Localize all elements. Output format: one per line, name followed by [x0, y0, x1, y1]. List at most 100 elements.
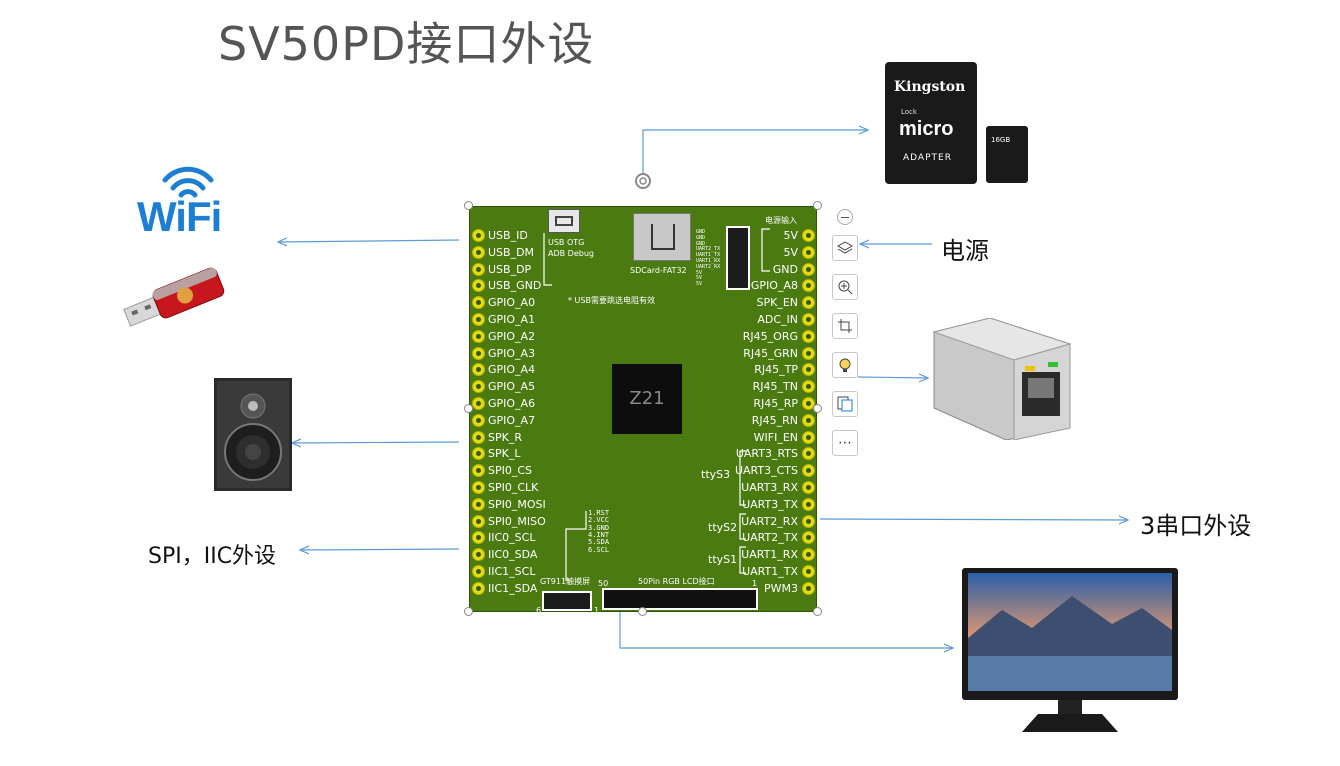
- gt911-bracket: [565, 511, 587, 581]
- gt911-label: GT911触摸屏: [540, 577, 591, 586]
- right-pin-label: RJ45_RN: [751, 413, 798, 427]
- right-pin-label: WIFI_EN: [753, 430, 798, 444]
- crop-icon[interactable]: [832, 313, 858, 339]
- right-pin-label: RJ45_RP: [753, 397, 798, 410]
- lcd-label: 50Pin RGB LCD接口: [638, 577, 715, 586]
- usb-bracket: [543, 233, 552, 286]
- more-icon[interactable]: ⋯: [832, 430, 858, 456]
- pin-pad: [472, 296, 485, 310]
- arrow-wifi: [278, 240, 460, 242]
- pin-pad: [472, 346, 485, 360]
- pin-pad: [472, 464, 485, 478]
- right-pin-label: RJ45_ORG: [742, 329, 798, 343]
- resize-handle-ml[interactable]: [464, 404, 473, 413]
- pin-pad: [472, 481, 485, 494]
- pin-pad: [802, 329, 815, 343]
- right-pin-label: GND: [772, 262, 798, 276]
- uart-header-pin-label: UART1_RX: [696, 258, 721, 264]
- tty-brackets: [739, 450, 746, 574]
- uart-header-pin-label: 5V: [696, 281, 703, 288]
- gt911-pin-label: 4.INT: [588, 530, 610, 539]
- gt911-pin-label: 6.SCL: [588, 545, 610, 554]
- pin-pad: [472, 413, 485, 427]
- pin-pad: [472, 245, 485, 259]
- right-pin-label: GPIO_A8: [750, 279, 798, 293]
- wifi-text: WiFi: [137, 193, 222, 240]
- sd-brand-label: Kingston: [894, 79, 966, 95]
- arrow-speaker: [292, 442, 460, 443]
- sd-lock-label: Lock: [901, 108, 917, 116]
- rj45-jack-icon: [932, 318, 1072, 440]
- minus-icon[interactable]: [837, 209, 853, 225]
- zoom-in-icon[interactable]: [832, 274, 858, 300]
- uart-header-connector: [726, 226, 750, 290]
- right-pin-label: UART1_RX: [741, 548, 798, 562]
- right-pin-label: RJ45_TN: [752, 380, 798, 394]
- left-pin-label: IIC0_SDA: [488, 548, 538, 562]
- pin-pad: [802, 497, 815, 511]
- pin-pad: [472, 565, 485, 578]
- pin-pad: [802, 313, 815, 326]
- gt911-pin-label: 1.RST: [588, 509, 610, 517]
- power-input-label: 电源输入: [765, 216, 797, 225]
- right-pin-label: RJ45_GRN: [743, 346, 798, 360]
- left-pin-label: IIC1_SDA: [488, 581, 538, 595]
- spi-iic-callout: SPI，IIC外设: [148, 544, 277, 569]
- right-pin-label: UART3_TX: [742, 497, 798, 511]
- z21-chip: Z21: [612, 364, 682, 434]
- gt911-pin-label: 2.VCC: [588, 516, 610, 525]
- left-pin-label: SPK_L: [488, 447, 521, 461]
- right-pin-label: RJ45_TP: [754, 363, 798, 377]
- resize-handle-tr[interactable]: [813, 201, 822, 210]
- microsd-capacity: 16GB: [991, 136, 1011, 144]
- uart-header-pin-label: GND: [696, 234, 706, 241]
- arrow-rj45: [857, 377, 928, 378]
- pin-pad: [472, 363, 485, 377]
- rotate-handle-icon[interactable]: [634, 172, 652, 190]
- power-bracket: [761, 228, 770, 272]
- pin-pad: [472, 229, 485, 242]
- left-pin-label: GPIO_A7: [488, 413, 536, 427]
- pin-pad: [472, 397, 485, 410]
- lcd-connector: [602, 588, 758, 610]
- resize-handle-br[interactable]: [813, 607, 822, 616]
- pin-pad: [802, 279, 815, 293]
- resize-handle-tl[interactable]: [464, 201, 473, 210]
- gt911-pin1-num: 1: [594, 606, 600, 615]
- pin-pad: [802, 397, 815, 410]
- arrow-serial: [819, 519, 1128, 520]
- resize-handle-bm[interactable]: [638, 607, 647, 616]
- wifi-logo: WiFi: [135, 160, 240, 240]
- left-pin-label: USB_DM: [488, 245, 535, 259]
- power-callout: 电源: [941, 237, 989, 265]
- pin-pad: [472, 262, 485, 276]
- image-icon[interactable]: [832, 391, 858, 417]
- right-pin-label: 5V: [783, 229, 798, 242]
- left-pin-label: GPIO_A2: [488, 329, 536, 343]
- usb-otg-label: USB OTG: [548, 238, 585, 247]
- resize-handle-bl[interactable]: [464, 607, 473, 616]
- lcd-pin1-num: 1: [752, 579, 758, 588]
- right-pin-label: SPK_EN: [756, 296, 798, 310]
- left-pin-label: GPIO_A4: [488, 363, 536, 377]
- gt911-connector: [542, 591, 592, 611]
- right-pin-label: PWM3: [764, 581, 798, 595]
- right-pin-label: UART2_TX: [742, 531, 798, 545]
- usb-dongle-icon: [123, 267, 225, 327]
- uart-header-pin-label: UART2_RX: [696, 263, 721, 270]
- adb-debug-label: ADB Debug: [548, 249, 594, 258]
- sdcard-slot: [633, 213, 691, 261]
- layers-icon[interactable]: [832, 235, 858, 261]
- wifi-signal-icon: [162, 166, 214, 198]
- right-pin-label: UART3_RTS: [735, 447, 798, 461]
- pin-pad: [802, 565, 815, 578]
- pin-pad: [802, 245, 815, 259]
- arrow-spi-iic: [300, 549, 460, 550]
- uart-header-pin-label: UART2_TX: [696, 246, 721, 253]
- resize-handle-mr[interactable]: [813, 404, 822, 413]
- usb-note: * USB需要跳选电阻有效: [568, 296, 655, 305]
- speaker-icon: [214, 378, 292, 491]
- pin-pad: [802, 413, 815, 427]
- gt911-pin6-num: 6: [536, 606, 542, 615]
- lightbulb-icon[interactable]: [832, 352, 858, 378]
